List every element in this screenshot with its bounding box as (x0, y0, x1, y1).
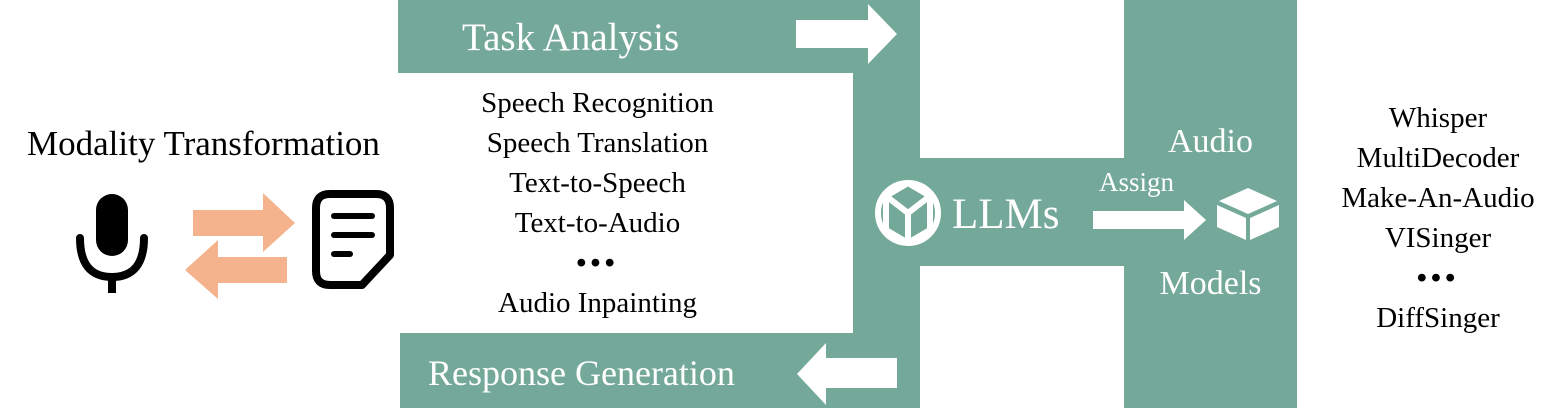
green-panel (398, 0, 1297, 408)
assign-arrow-right-icon (1093, 200, 1206, 240)
model-item: DiffSinger (1376, 302, 1500, 334)
audio-label: Audio (1168, 123, 1253, 160)
model-item: Whisper (1388, 102, 1488, 134)
openai-logo-icon (875, 180, 941, 246)
model-item: VISinger (1384, 222, 1492, 254)
task-list: Speech Recognition Speech Translation Te… (420, 83, 775, 323)
swap-arrows-icon (185, 193, 295, 299)
llms-label: LLMs (952, 191, 1060, 238)
model-list: Whisper MultiDecoder Make-An-Audio VISin… (1320, 98, 1556, 338)
model-item-ellipsis: ••• (1416, 262, 1460, 294)
task-arrow-right-icon (796, 4, 897, 64)
models-label: Models (1159, 265, 1262, 302)
task-item: Text-to-Audio (514, 207, 681, 239)
llm-connector-bar (853, 158, 1133, 266)
task-analysis-label: Task Analysis (462, 16, 680, 59)
task-item: Audio Inpainting (498, 287, 697, 319)
task-item-ellipsis: ••• (576, 247, 619, 279)
cube-icon (1217, 188, 1279, 240)
microphone-icon (76, 194, 148, 293)
document-icon (312, 190, 394, 289)
task-item: Speech Translation (486, 127, 709, 159)
model-item: MultiDecoder (1356, 142, 1520, 174)
task-item: Speech Recognition (481, 87, 714, 119)
model-item: Make-An-Audio (1341, 182, 1535, 214)
modality-transformation-title: Modality Transformation (27, 124, 380, 163)
response-generation-label: Response Generation (428, 353, 735, 393)
assign-label: Assign (1099, 167, 1175, 197)
task-item: Text-to-Speech (509, 167, 686, 199)
audio-models-bar (1124, 0, 1297, 408)
response-arrow-left-icon (797, 343, 897, 405)
